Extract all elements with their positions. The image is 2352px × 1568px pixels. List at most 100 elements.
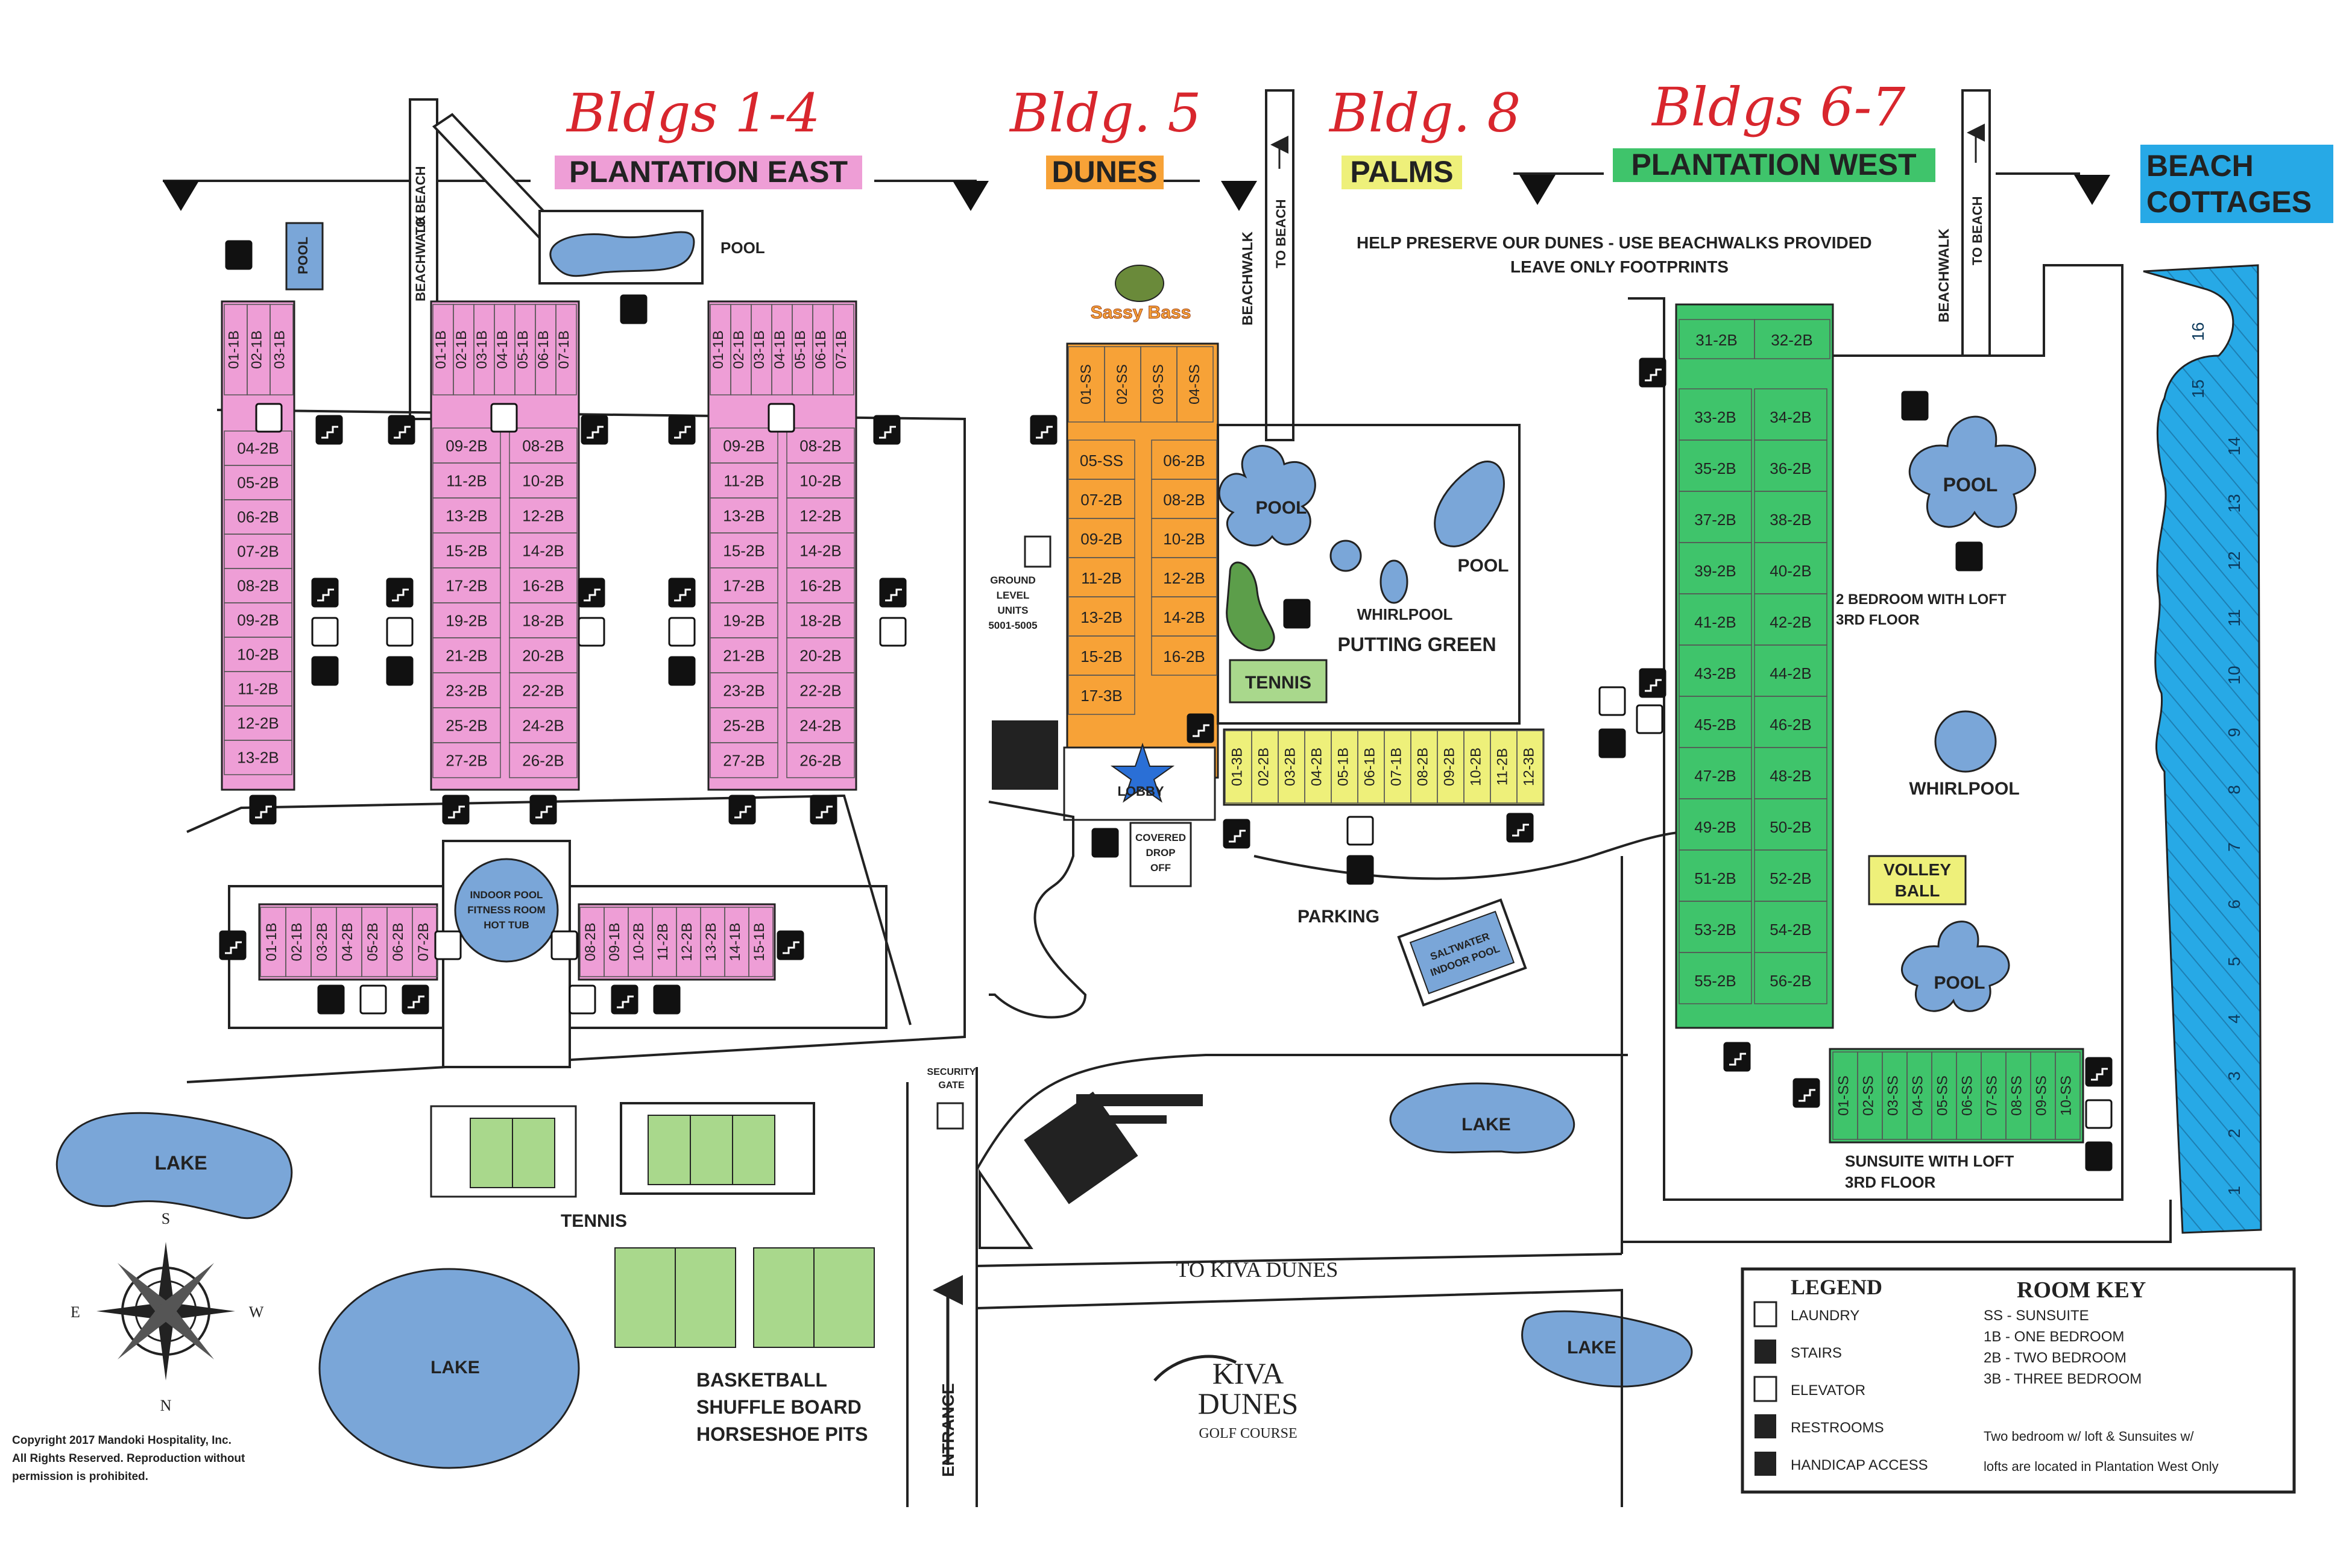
lake-1[interactable] [55, 1112, 293, 1220]
unit-label[interactable]: 02-2B [1255, 748, 1272, 786]
unit-label[interactable]: 56-2B [1770, 972, 1811, 990]
unit-label[interactable]: 09-2B [237, 611, 279, 629]
unit-label[interactable]: 09-2B [1080, 530, 1122, 548]
unit-label[interactable]: 17-3B [1080, 687, 1122, 705]
unit-label[interactable]: 12-2B [522, 506, 564, 524]
unit-label[interactable]: 12-3B [1521, 748, 1537, 786]
cottage-number[interactable]: 8 [2225, 785, 2243, 795]
unit-cell[interactable] [1516, 730, 1544, 804]
unit-label[interactable]: 05-SS [1934, 1075, 1950, 1116]
unit-label[interactable]: 14-2B [799, 541, 841, 559]
unit-label[interactable]: 14-2B [522, 541, 564, 559]
unit-label[interactable]: 10-2B [1468, 748, 1484, 786]
unit-cell[interactable] [710, 742, 778, 778]
unit-label[interactable]: 13-2B [1080, 608, 1122, 626]
unit-cell[interactable] [1176, 346, 1214, 423]
unit-label[interactable]: 01-3B [1229, 748, 1245, 786]
unit-label[interactable]: 07-1B [556, 330, 572, 369]
unit-label[interactable]: 15-2B [446, 541, 487, 559]
unit-label[interactable]: 24-2B [799, 716, 841, 734]
sassy-bass-logo[interactable]: Sassy Bass [1090, 265, 1191, 323]
unit-label[interactable]: 19-2B [723, 611, 765, 629]
unit-cell[interactable] [1679, 952, 1752, 1004]
unit-cell[interactable] [2055, 1051, 2081, 1140]
whirlpool-dunes[interactable] [1379, 559, 1408, 604]
unit-label[interactable]: 17-2B [446, 576, 487, 594]
unit-label[interactable]: 17-2B [723, 576, 765, 594]
unit-label[interactable]: 05-1B [1335, 748, 1351, 786]
unit-label[interactable]: 22-2B [522, 681, 564, 699]
unit-label[interactable]: 04-SS [1909, 1075, 1926, 1116]
unit-label[interactable]: 05-2B [237, 474, 279, 492]
unit-label[interactable]: 34-2B [1770, 408, 1811, 426]
unit-label[interactable]: 32-2B [1771, 331, 1812, 349]
beachwalk-plantation-west[interactable]: BEACHWALK TO BEACH [1936, 89, 1991, 357]
unit-label[interactable]: 10-2B [799, 471, 841, 490]
unit-label[interactable]: 09-2B [1441, 748, 1457, 786]
unit-label[interactable]: 23-2B [723, 681, 765, 699]
unit-label[interactable]: 11-2B [238, 680, 278, 698]
unit-label[interactable]: 01-1B [710, 330, 727, 369]
unit-label[interactable]: 51-2B [1694, 869, 1736, 887]
cottage-number[interactable]: 11 [2225, 609, 2243, 626]
unit-label[interactable]: 06-2B [1163, 452, 1205, 470]
unit-label[interactable]: 38-2B [1770, 511, 1811, 529]
cottage-number[interactable]: 2 [2225, 1129, 2243, 1138]
unit-cell[interactable] [786, 742, 855, 778]
unit-label[interactable]: 11-2B [655, 923, 671, 960]
unit-label[interactable]: 08-2B [582, 922, 599, 961]
unit-label[interactable]: 45-2B [1694, 716, 1736, 734]
unit-label[interactable]: 37-2B [1694, 511, 1736, 529]
unit-label[interactable]: 10-SS [2058, 1075, 2074, 1116]
unit-label[interactable]: 27-2B [723, 751, 765, 769]
unit-label[interactable]: 16-2B [1163, 647, 1205, 666]
unit-label[interactable]: 01-SS [1835, 1075, 1852, 1116]
unit-label[interactable]: 25-2B [723, 716, 765, 734]
unit-cell[interactable] [833, 304, 854, 395]
unit-label[interactable]: 07-SS [1984, 1075, 2000, 1116]
unit-label[interactable]: 21-2B [723, 646, 765, 664]
unit-label[interactable]: 14-1B [727, 922, 743, 961]
tennis-courts-lower-right[interactable] [648, 1115, 775, 1185]
unit-label[interactable]: 27-2B [446, 751, 487, 769]
unit-label[interactable]: 02-1B [731, 330, 747, 369]
indoor-pool[interactable] [454, 858, 559, 963]
cottage-number[interactable]: 3 [2225, 1071, 2243, 1081]
unit-label[interactable]: 01-1B [226, 330, 242, 369]
unit-label[interactable]: 13-2B [723, 506, 765, 524]
beach-cottages-area[interactable] [2143, 264, 2262, 1234]
cottage-number[interactable]: 13 [2225, 494, 2243, 512]
unit-label[interactable]: 13-2B [237, 749, 279, 767]
cottage-number[interactable]: 10 [2225, 666, 2243, 684]
whirlpool-plantation-west[interactable] [1934, 710, 1997, 773]
unit-cell[interactable] [509, 742, 578, 778]
unit-label[interactable]: 13-2B [703, 922, 719, 961]
unit-label[interactable]: 24-2B [522, 716, 564, 734]
unit-label[interactable]: 03-2B [314, 922, 330, 961]
unit-label[interactable]: 02-1B [249, 330, 265, 369]
unit-label[interactable]: 06-1B [813, 330, 829, 369]
unit-label[interactable]: 15-2B [723, 541, 765, 559]
unit-label[interactable]: 31-2B [1695, 331, 1737, 349]
unit-cell[interactable] [748, 907, 774, 977]
unit-label[interactable]: 03-1B [474, 330, 490, 369]
beachwalk-dunes[interactable]: BEACHWALK TO BEACH [1240, 89, 1294, 441]
unit-label[interactable]: 11-2B [1494, 748, 1510, 786]
unit-label[interactable]: 20-2B [522, 646, 564, 664]
unit-label[interactable]: 09-1B [607, 922, 623, 961]
unit-label[interactable]: 08-SS [2008, 1075, 2025, 1116]
unit-label[interactable]: 20-2B [799, 646, 841, 664]
unit-label[interactable]: 49-2B [1694, 818, 1736, 836]
unit-label[interactable]: 08-2B [799, 436, 841, 455]
unit-label[interactable]: 06-2B [390, 922, 406, 961]
unit-label[interactable]: 16-2B [799, 576, 841, 594]
unit-cell[interactable] [555, 304, 577, 395]
putting-green[interactable] [1226, 561, 1275, 652]
sport-courts[interactable] [614, 1247, 875, 1348]
lake-3[interactable] [1389, 1082, 1575, 1154]
security-gate[interactable] [936, 1102, 964, 1130]
unit-label[interactable]: 13-2B [446, 506, 487, 524]
unit-label[interactable]: 46-2B [1770, 716, 1811, 734]
unit-cell[interactable] [432, 742, 501, 778]
unit-label[interactable]: 08-2B [1163, 491, 1205, 509]
